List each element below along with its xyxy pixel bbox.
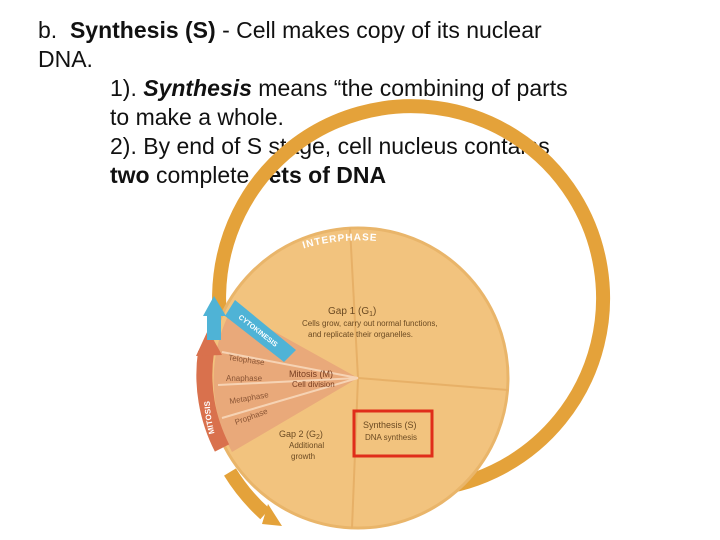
interphase-ring <box>212 99 611 497</box>
synthesis-title: Synthesis (S) <box>363 420 417 430</box>
heading-line: b. Synthesis (S) - Cell makes copy of it… <box>38 16 698 45</box>
phase-line-2 <box>217 377 359 386</box>
phase-line-1 <box>221 351 359 379</box>
heading-prefix: b. <box>38 17 58 43</box>
cytokinesis-band <box>225 300 296 362</box>
g2-desc-line-2: growth <box>291 452 315 461</box>
mitosis-title: Mitosis (M) <box>289 369 333 379</box>
divider-g1-s <box>357 377 509 391</box>
mitosis-arrowhead <box>196 330 222 356</box>
heading-continuation: DNA. <box>38 46 93 72</box>
g2-title: Gap 2 (G2) <box>279 429 323 441</box>
slide-text: b. Synthesis (S) - Cell makes copy of it… <box>38 16 698 190</box>
point-2-continuation: two complete sets of DNA <box>38 161 698 190</box>
point-1-text: means “the combining of parts <box>258 75 568 101</box>
point-1-term: Synthesis <box>143 75 252 101</box>
mitosis-desc: Cell division <box>292 380 335 389</box>
g1-desc-line-2: and replicate their organelles. <box>308 330 413 339</box>
phase-line-3 <box>221 377 359 419</box>
point-1-continuation: to make a whole. <box>110 104 284 130</box>
mitosis-arrow <box>196 350 230 452</box>
point-1-number: 1). <box>110 75 137 101</box>
g1-desc-line-1: Cells grow, carry out normal functions, <box>302 319 438 328</box>
point-1: 1). Synthesis means “the combining of pa… <box>38 74 698 103</box>
phase-anaphase: Anaphase <box>226 374 263 383</box>
divider-g1 <box>349 227 359 379</box>
interphase-ring-lower <box>224 468 270 520</box>
point-2: 2). By end of S stage, cell nucleus cont… <box>110 133 550 159</box>
synthesis-highlight-box <box>352 409 434 458</box>
cytokinesis-arrowhead <box>203 296 226 316</box>
point-2-bold-two: two <box>110 162 150 188</box>
interphase-lower-arrowhead <box>262 504 282 526</box>
heading-bold-term: Synthesis (S) <box>69 17 216 43</box>
heading-rest: - Cell makes copy of its nuclear <box>222 17 542 43</box>
mitosis-wedge <box>213 308 358 452</box>
g1-title: Gap 1 (G1) <box>328 306 376 318</box>
g2-desc-line-1: Additional <box>289 441 324 450</box>
synthesis-desc: DNA synthesis <box>365 433 417 442</box>
point-2-mid: complete <box>156 162 250 188</box>
